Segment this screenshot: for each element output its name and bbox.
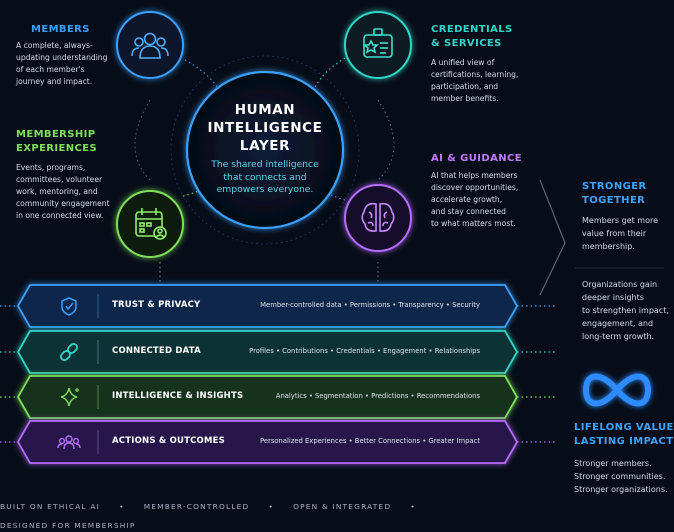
right-desc-1: Members get more value from their member… — [582, 214, 672, 253]
band-items: Profiles • Contributions • Credentials •… — [249, 347, 480, 355]
band-shape — [16, 284, 519, 328]
shield-icon — [61, 297, 77, 316]
band-label: ACTIONS & OUTCOMES — [112, 436, 225, 446]
desc-line: participation, and — [431, 82, 499, 91]
stronger-line: Stronger organizations. — [574, 485, 668, 494]
credentials-desc: A unified view of certifications, learni… — [431, 57, 541, 105]
diagram-canvas: HUMAN INTELLIGENCE LAYER The shared inte… — [0, 11, 674, 530]
band-items: Analytics • Segmentation • Predictions •… — [275, 392, 480, 400]
center-title-line: HUMAN — [234, 102, 296, 118]
center-title-line: LAYER — [239, 138, 291, 154]
right-desc-2: Organizations gain deeper insights to st… — [582, 278, 674, 343]
desc-line: membership. — [582, 242, 635, 251]
members-node — [116, 11, 184, 79]
lifelong-line: LIFELONG VALUE — [574, 422, 674, 433]
footer-item: OPEN & INTEGRATED — [293, 502, 392, 511]
desc-line: Organizations gain — [582, 280, 658, 289]
desc-line: of each member's — [16, 65, 85, 74]
connector-left-arc — [134, 99, 151, 181]
stronger-list: Stronger members. Stronger communities. … — [574, 457, 674, 496]
center-subtitle: The shared intelligence that connects an… — [185, 159, 345, 197]
desc-line: engagement, and — [582, 319, 654, 328]
desc-line: and stay connected — [431, 207, 506, 216]
sparkle-icon — [60, 387, 79, 407]
experiences-title-line: EXPERIENCES — [16, 143, 98, 154]
desc-line: community engagement — [16, 199, 110, 208]
desc-line: committees, volunteer — [16, 175, 103, 184]
desc-line: accelerate growth, — [431, 195, 503, 204]
brain-icon — [361, 202, 395, 232]
credentials-title: CREDENTIALS & SERVICES — [431, 23, 513, 51]
desc-line: to strengthen impact, — [582, 306, 669, 315]
band-shape — [16, 375, 519, 419]
desc-line: journey and impact. — [16, 77, 93, 86]
center-ring — [185, 70, 345, 230]
center-subtitle-line: empowers everyone. — [216, 184, 314, 195]
credentials-title-line: CREDENTIALS — [431, 24, 513, 35]
desc-line: in one connected view. — [16, 211, 104, 220]
members-desc: A complete, always- updating understandi… — [16, 40, 121, 88]
footer-item: BUILT ON ETHICAL AI — [0, 502, 100, 511]
desc-line: deeper insights — [582, 293, 644, 302]
calendar-icon — [135, 208, 167, 240]
people-icon — [131, 32, 169, 59]
experiences-title: MEMBERSHIP EXPERIENCES — [16, 128, 97, 156]
desc-line: Members get more — [582, 216, 659, 225]
stronger-line: Stronger communities. — [574, 472, 666, 481]
band-label: TRUST & PRIVACY — [112, 300, 201, 310]
center-title-line: INTELLIGENCE — [207, 120, 323, 136]
ai-node — [344, 184, 412, 252]
desc-line: work, mentoring, and — [16, 187, 98, 196]
connections-layer — [0, 11, 664, 464]
experiences-node — [116, 190, 184, 258]
band-shape — [16, 420, 519, 464]
stronger-line: Stronger members. — [574, 459, 652, 468]
desc-line: A unified view of — [431, 58, 495, 67]
band-items: Member-controlled data • Permissions • T… — [260, 301, 480, 309]
footer-dot: • — [410, 502, 416, 511]
footer-item: DESIGNED FOR MEMBERSHIP — [0, 521, 136, 530]
desc-line: Events, programs, — [16, 163, 86, 172]
band-label: CONNECTED DATA — [112, 346, 201, 356]
lifelong-line: LASTING IMPACT — [574, 436, 674, 447]
band-label: INTELLIGENCE & INSIGHTS — [112, 391, 244, 401]
link-icon — [60, 343, 78, 361]
experiences-desc: Events, programs, committees, volunteer … — [16, 162, 128, 222]
credentials-title-line: & SERVICES — [431, 38, 502, 49]
group-icon — [57, 435, 81, 450]
desc-line: updating understanding — [16, 53, 108, 62]
desc-line: certifications, learning, — [431, 70, 519, 79]
footer-dot: • — [268, 502, 275, 511]
members-title: MEMBERS — [31, 24, 90, 35]
members-section: MEMBERS — [31, 23, 90, 37]
credentials-node — [344, 11, 412, 79]
center-title: HUMAN INTELLIGENCE LAYER — [185, 101, 345, 155]
desc-line: value from their — [582, 229, 647, 238]
stronger-together-title: STRONGER TOGETHER — [582, 180, 647, 208]
badge-icon — [363, 28, 393, 58]
right-title-line: TOGETHER — [582, 195, 646, 206]
footer: BUILT ON ETHICAL AI • MEMBER-CONTROLLED … — [0, 494, 560, 532]
desc-line: to what matters most. — [431, 219, 516, 228]
infinity-icon — [582, 373, 652, 407]
desc-line: member benefits. — [431, 94, 499, 103]
footer-item: MEMBER-CONTROLLED — [143, 502, 250, 511]
experiences-title-line: MEMBERSHIP — [16, 129, 96, 140]
right-chevron — [539, 179, 566, 296]
ai-desc: AI that helps members discover opportuni… — [431, 170, 541, 230]
desc-line: discover opportunities, — [431, 183, 519, 192]
lifelong-title: LIFELONG VALUE LASTING IMPACT — [574, 421, 674, 449]
desc-line: AI that helps members — [431, 171, 518, 180]
band-items: Personalized Experiences • Better Connec… — [260, 437, 480, 445]
ai-title-line: AI & GUIDANCE — [431, 153, 522, 164]
footer-dot: • — [119, 502, 125, 511]
center-subtitle-line: The shared intelligence — [211, 159, 319, 170]
ai-title: AI & GUIDANCE — [431, 152, 522, 166]
desc-line: A complete, always- — [16, 41, 93, 50]
center-subtitle-line: that connects and — [223, 171, 307, 183]
connector-right-arc — [377, 99, 395, 181]
band-shape — [16, 330, 519, 374]
right-title-line: STRONGER — [582, 181, 647, 192]
desc-line: long-term growth. — [582, 332, 655, 341]
